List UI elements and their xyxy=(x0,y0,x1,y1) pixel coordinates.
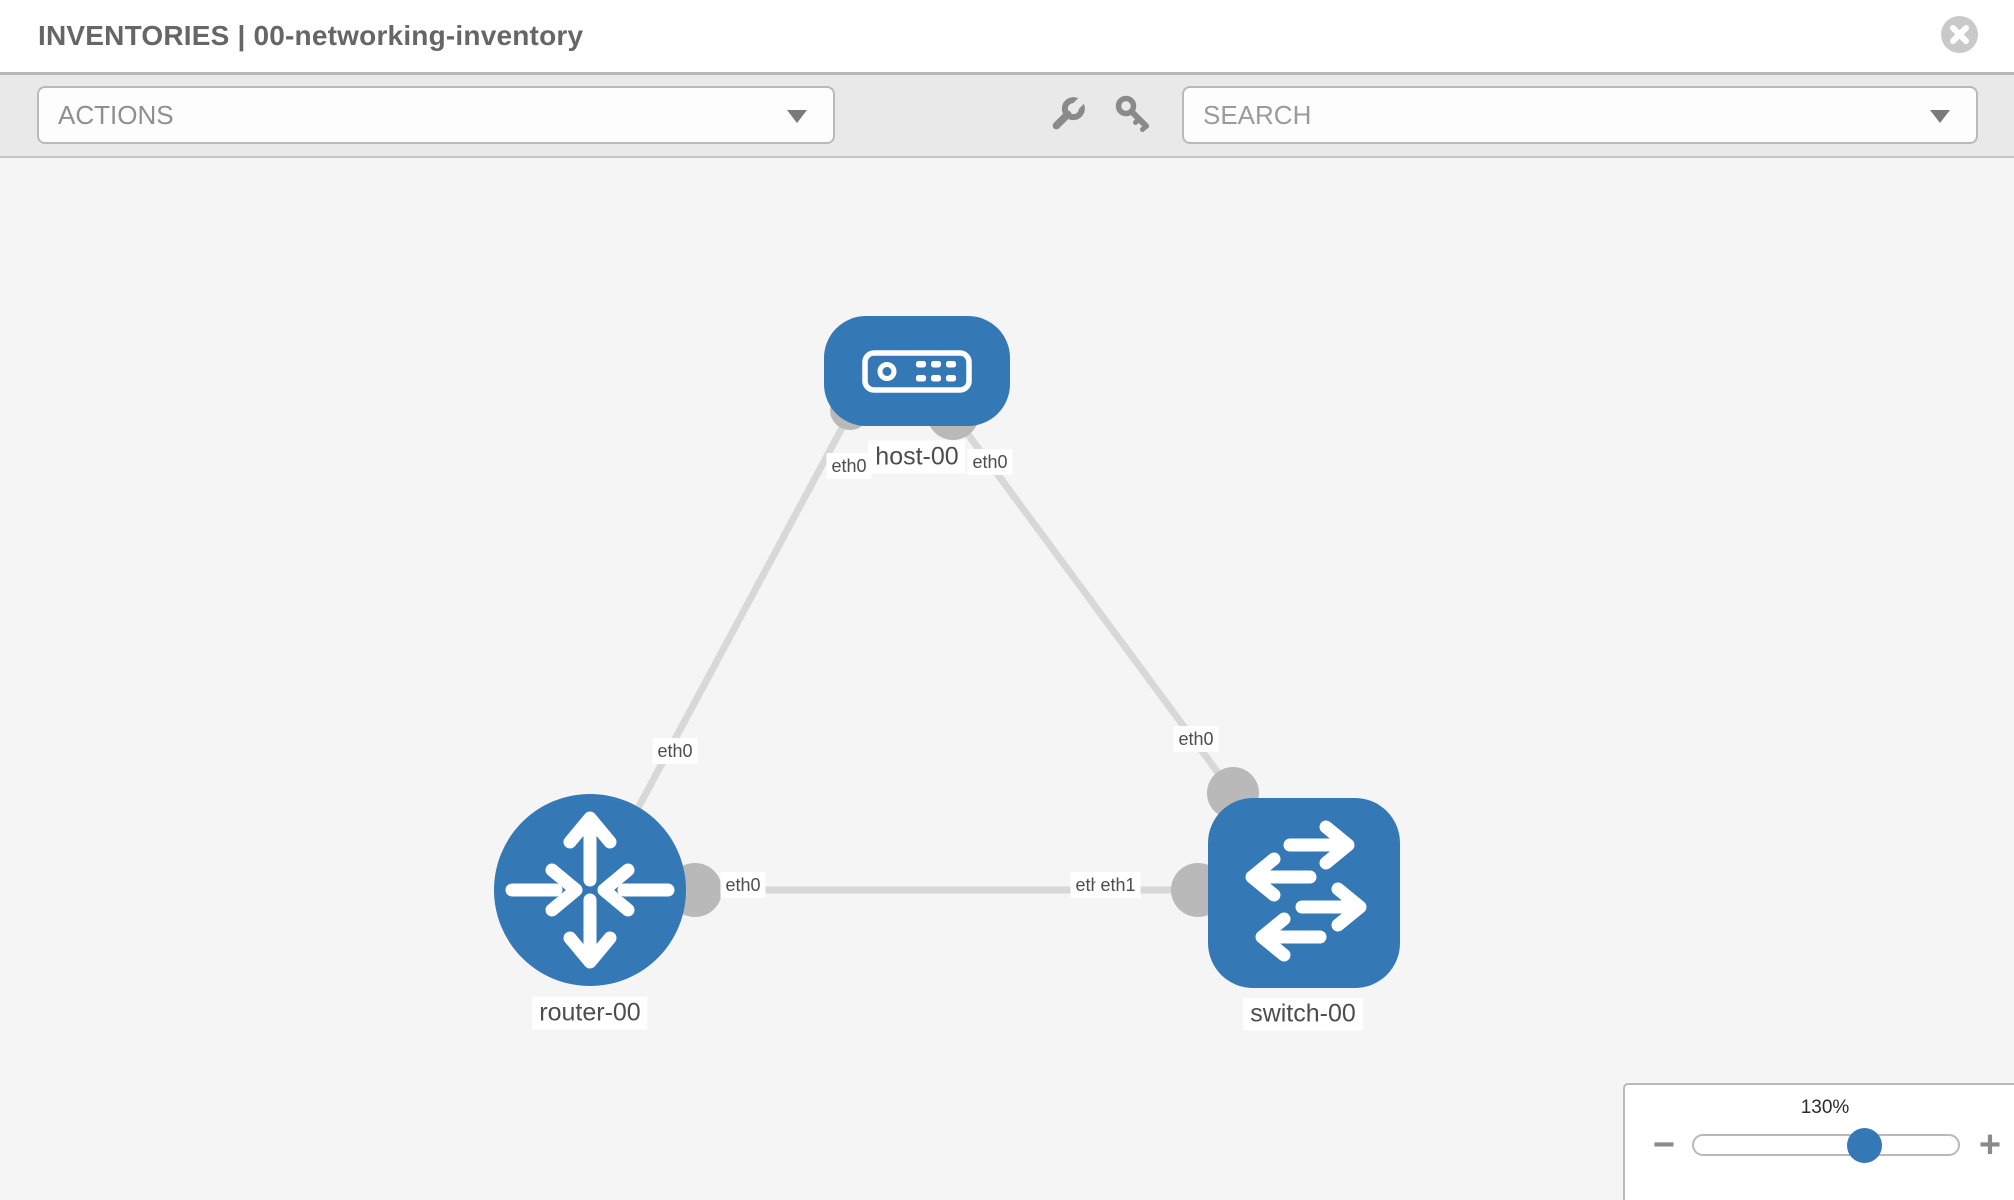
chevron-down-icon xyxy=(1930,110,1950,123)
router-icon xyxy=(505,811,675,969)
link-lines xyxy=(633,411,1236,894)
actions-dropdown[interactable]: ACTIONS xyxy=(37,86,835,144)
credentials-button[interactable] xyxy=(1109,89,1161,141)
interface-label: eth0 xyxy=(652,738,698,764)
interface-label: eth0 xyxy=(826,453,872,479)
topology-toolbar: ACTIONS SEARCH xyxy=(0,75,2014,158)
close-icon xyxy=(1950,25,1969,44)
search-dropdown[interactable]: SEARCH xyxy=(1182,86,1978,144)
zoom-slider-handle[interactable] xyxy=(1847,1128,1882,1163)
node-host-00[interactable] xyxy=(824,316,1010,426)
configure-button[interactable] xyxy=(1041,89,1093,141)
chevron-down-icon xyxy=(787,110,807,123)
zoom-in-button[interactable]: + xyxy=(1978,1124,2002,1166)
page-title: INVENTORIES | 00-networking-inventory xyxy=(38,20,584,51)
close-button[interactable] xyxy=(1941,16,1978,53)
interface-label: eth0 xyxy=(1173,726,1219,752)
actions-dropdown-label: ACTIONS xyxy=(58,100,174,130)
search-dropdown-label: SEARCH xyxy=(1203,100,1312,130)
node-label-host: host-00 xyxy=(868,440,966,474)
wrench-icon xyxy=(1052,97,1085,130)
interface-label: eth0 xyxy=(720,872,766,898)
node-label-switch: switch-00 xyxy=(1243,997,1363,1031)
zoom-slider-track[interactable] xyxy=(1692,1134,1960,1156)
key-icon xyxy=(1115,95,1149,132)
node-switch-00[interactable] xyxy=(1208,798,1400,988)
zoom-out-button[interactable]: − xyxy=(1652,1124,1676,1166)
host-icon xyxy=(862,350,972,393)
node-label-router: router-00 xyxy=(532,996,648,1030)
topology-graph xyxy=(494,316,1400,988)
interface-label: eth0 xyxy=(967,449,1013,475)
node-router-00[interactable] xyxy=(494,794,686,986)
inventory-header: INVENTORIES | 00-networking-inventory xyxy=(0,0,2014,75)
zoom-control-panel: 130% − + xyxy=(1623,1083,2014,1200)
interface-label: eth1 xyxy=(1095,872,1141,898)
zoom-percent-value: 130% xyxy=(1800,1097,1850,1118)
switch-icon xyxy=(1245,820,1367,962)
topology-canvas[interactable]: eth0 eth0 eth0 eth0 eth0 eth0 eth1 host-… xyxy=(0,158,2014,1200)
